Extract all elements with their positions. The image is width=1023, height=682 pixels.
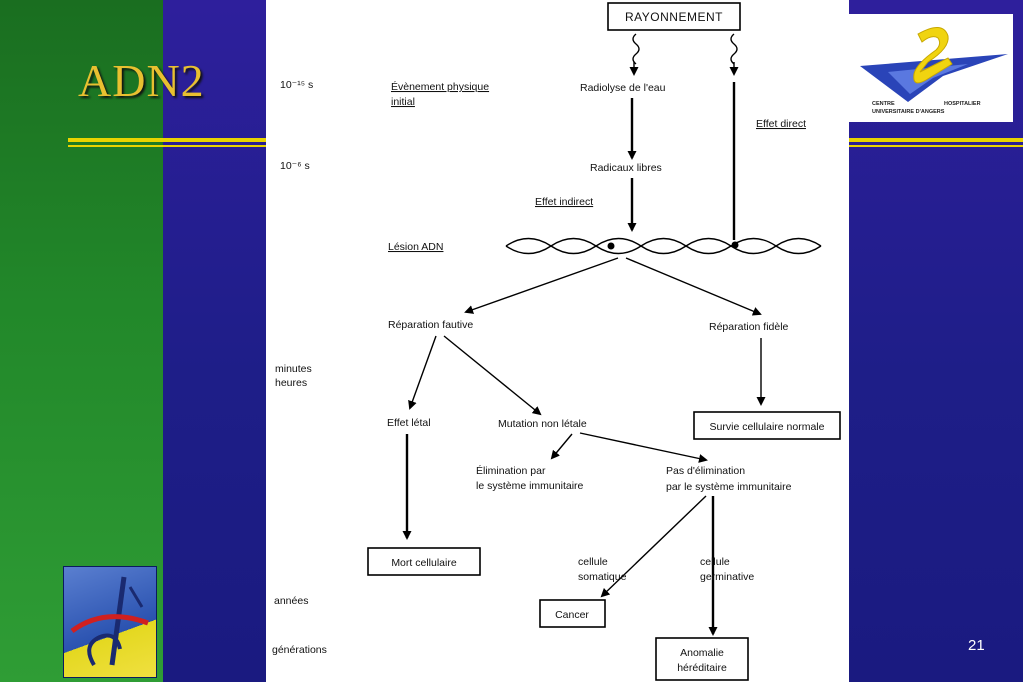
radiolysis-label: Radiolyse de l'eau [580, 82, 666, 94]
physical-event-label-2: initial [391, 96, 415, 108]
faulty-repair-label: Réparation fautive [388, 319, 473, 331]
chu-logo-text-1: CENTRE [872, 101, 895, 107]
elimination-label-2: le système immunitaire [476, 480, 584, 492]
ray-right [730, 33, 738, 65]
title-rule-left-thin [68, 145, 266, 147]
indirect-lesion-point [607, 242, 615, 250]
germinal-label-2: germinative [700, 571, 754, 583]
normal-survival-label: Survie cellulaire normale [710, 421, 825, 433]
slide-title: ADN2 [78, 55, 205, 106]
time-label-1: 10⁻¹⁵ s [280, 79, 313, 91]
somatic-label-1: cellule [578, 556, 608, 568]
no-elimination-arrow [579, 432, 708, 463]
lethal-effect-label: Effet létal [387, 417, 431, 429]
indirect-effect-label: Effet indirect [535, 196, 593, 208]
elimination-label-1: Élimination par [476, 464, 546, 477]
title-rule-right-thin [849, 145, 1023, 147]
time-label-minutes: minutes [275, 363, 312, 375]
chu-logo-text-2: HOSPITALIER [944, 101, 981, 107]
radiation-box [607, 2, 741, 31]
somatic-arrow [600, 495, 707, 598]
dna-strand-1 [505, 237, 822, 255]
time-label-2: 10⁻⁶ s [280, 160, 310, 172]
chu-logo-text-3: UNIVERSITAIRE D'ANGERS [872, 109, 945, 115]
free-radicals-label: Radicaux libres [590, 162, 662, 174]
direct-lesion-point [731, 241, 739, 249]
radiation-effects-diagram: RAYONNEMENT 10⁻¹⁵ s 10⁻⁶ s minutes heure… [266, 0, 849, 682]
time-label-hours: heures [275, 377, 307, 389]
cancer-box [539, 599, 606, 628]
hereditary-label-1: Anomalie [680, 647, 724, 659]
direct-effect-label: Effet direct [756, 118, 806, 130]
dna-lesion-label: Lésion ADN [388, 241, 443, 253]
germinal-label-1: cellule [700, 556, 730, 568]
time-label-years: années [274, 595, 308, 607]
chu-angers-logo: CENTRE HOSPITALIER UNIVERSITAIRE D'ANGER… [848, 14, 1013, 122]
normal-survival-box [693, 411, 841, 440]
no-elimination-label-2: par le système immunitaire [666, 481, 792, 493]
somatic-label-2: somatique [578, 571, 627, 583]
university-logo [63, 566, 157, 678]
page-number: 21 [968, 637, 985, 654]
faithful-repair-arrow [625, 257, 762, 316]
elimination-arrow [550, 433, 573, 460]
cell-death-box [367, 547, 481, 576]
faulty-repair-arrow [464, 257, 619, 314]
mutation-label: Mutation non létale [498, 418, 587, 430]
hereditary-label-2: héréditaire [677, 662, 727, 674]
cancer-label: Cancer [555, 609, 589, 621]
title-rule-left [68, 138, 266, 142]
cell-death-label: Mort cellulaire [391, 557, 457, 569]
dna-strand-2 [505, 237, 822, 255]
title-rule-right [849, 138, 1023, 142]
faithful-repair-label: Réparation fidèle [709, 321, 789, 333]
lethal-effect-arrow [408, 335, 437, 410]
time-label-generations: générations [272, 644, 327, 656]
mutation-arrow [443, 335, 542, 416]
radiation-label: RAYONNEMENT [625, 10, 723, 24]
ray-left [632, 33, 640, 65]
physical-event-label-1: Évènement physique [391, 80, 489, 93]
no-elimination-label-1: Pas d'élimination [666, 465, 745, 477]
hereditary-anomaly-box [655, 637, 749, 681]
